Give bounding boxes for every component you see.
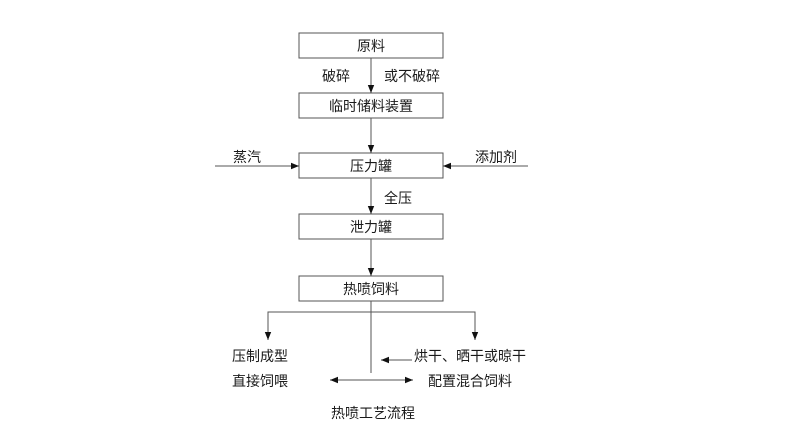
node-hot-spray-feed-label: 热喷饲料 bbox=[343, 282, 399, 298]
node-pressure-tank: 压力罐 bbox=[298, 152, 444, 179]
node-raw-label: 原料 bbox=[357, 39, 385, 55]
node-hot-spray-feed: 热喷饲料 bbox=[298, 275, 444, 302]
edge-label-full-pressure: 全压 bbox=[384, 190, 412, 207]
node-pressure-tank-label: 压力罐 bbox=[350, 159, 392, 175]
node-raw: 原料 bbox=[298, 32, 444, 59]
input-additive-label: 添加剂 bbox=[475, 150, 517, 166]
node-storage-label: 临时储料装置 bbox=[329, 99, 413, 115]
diagram-caption: 热喷工艺流程 bbox=[331, 406, 415, 422]
edge-label-no-crush: 或不破碎 bbox=[384, 69, 440, 85]
node-release-tank-label: 泄力罐 bbox=[350, 220, 392, 236]
output-right-line1: 烘干、晒干或晾干 bbox=[414, 349, 526, 365]
node-release-tank: 泄力罐 bbox=[298, 213, 444, 240]
output-right-line2: 配置混合饲料 bbox=[428, 374, 512, 390]
output-left-line2: 直接饲喂 bbox=[232, 373, 288, 390]
input-steam-label: 蒸汽 bbox=[233, 150, 261, 166]
output-left-line1: 压制成型 bbox=[232, 349, 288, 365]
edge-label-crush: 破碎 bbox=[322, 69, 350, 85]
node-storage: 临时储料装置 bbox=[298, 92, 444, 119]
